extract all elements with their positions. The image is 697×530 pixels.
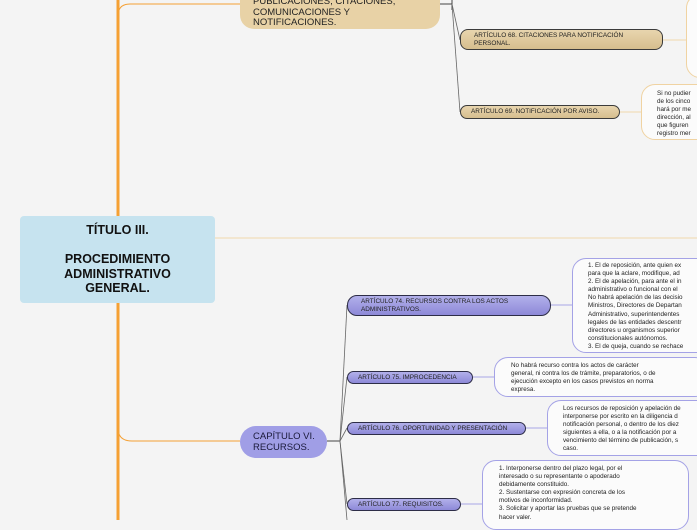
- article-77-node[interactable]: ARTÍCULO 77. REQUISITOS.: [347, 498, 461, 511]
- article-74-node[interactable]: ARTÍCULO 74. RECURSOS CONTRA LOS ACTOS A…: [347, 295, 551, 316]
- note-article-75: No habrá recurso contra los actos de car…: [494, 357, 697, 397]
- note-article-76: Los recursos de reposición y apelación d…: [547, 400, 697, 456]
- article-75-node[interactable]: ARTÍCULO 75. IMPROCEDENCIA: [347, 371, 473, 384]
- note-article-69: Si no pudier de los cinco hará por me di…: [641, 84, 697, 140]
- note-article-68: [686, 0, 697, 78]
- chapter-notificaciones-node[interactable]: PUBLICACIONES, CITACIONES, COMUNICACIONE…: [240, 0, 440, 29]
- note-article-77: 1. Interponerse dentro del plazo legal, …: [482, 460, 689, 530]
- trunk-to-recursos: [117, 427, 240, 442]
- note-article-74: 1. El de reposición, ante quien ex para …: [572, 258, 697, 353]
- article-68-node[interactable]: ARTÍCULO 68. CITACIONES PARA NOTIFICACIÓ…: [460, 29, 663, 50]
- article-76-node[interactable]: ARTÍCULO 76. OPORTUNIDAD Y PRESENTACIÓN: [347, 422, 526, 435]
- chapter-recursos-node[interactable]: CAPÍTULO VI. RECURSOS.: [240, 426, 327, 458]
- root-node-titulo-iii[interactable]: TÍTULO III. PROCEDIMIENTO ADMINISTRATIVO…: [20, 216, 215, 303]
- article-69-node[interactable]: ARTÍCULO 69. NOTIFICACIÓN POR AVISO.: [460, 105, 620, 119]
- trunk-to-notificaciones: [117, 3, 240, 17]
